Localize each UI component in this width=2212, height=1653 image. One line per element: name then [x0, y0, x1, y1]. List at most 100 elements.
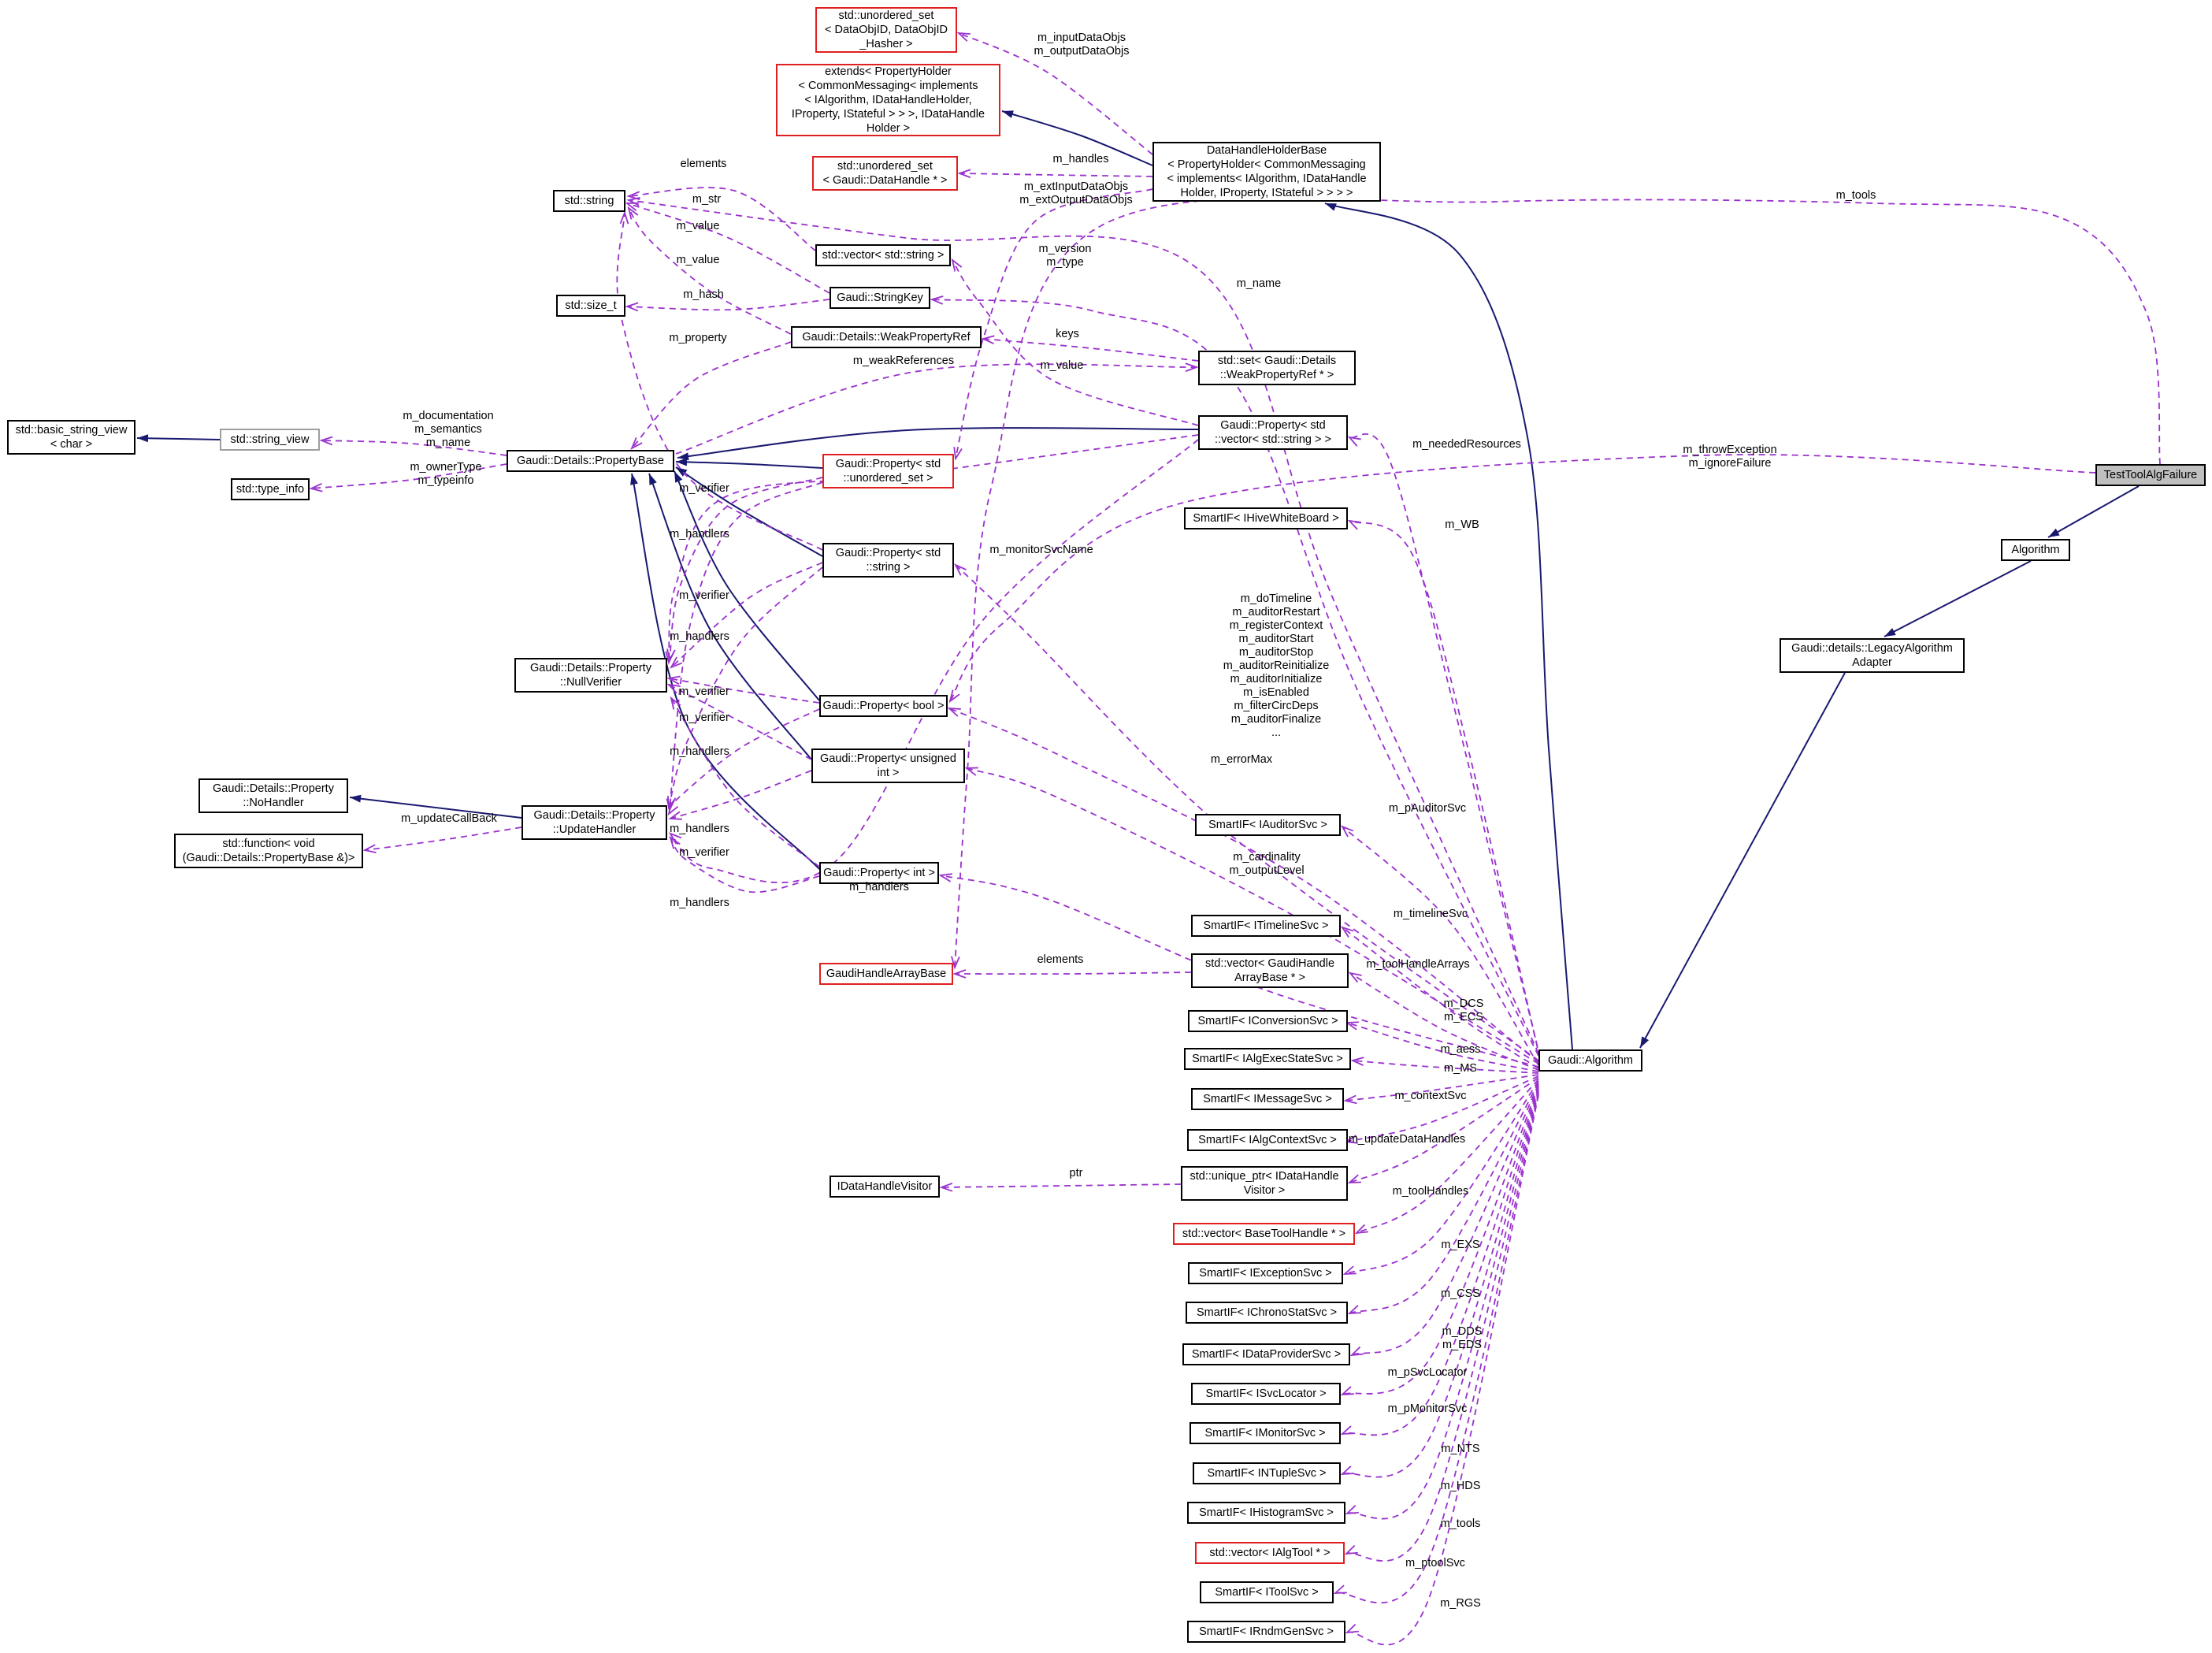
- edge-label-m_aess: m_aess: [1440, 1043, 1481, 1056]
- node-weakPropRef[interactable]: Gaudi::Details::WeakPropertyRef: [791, 326, 982, 348]
- node-stdString[interactable]: std::string: [553, 190, 625, 212]
- node-smartifHistogram[interactable]: SmartIF< IHistogramSvc >: [1187, 1502, 1345, 1524]
- node-label: Gaudi::Property< int >: [823, 867, 935, 879]
- node-usetDataHandle[interactable]: std::unordered_set< Gaudi::DataHandle * …: [812, 156, 958, 191]
- node-algorithm[interactable]: Algorithm: [2001, 539, 2070, 561]
- usage-arrowhead: [1348, 971, 1362, 983]
- node-setWeakPropRef[interactable]: std::set< Gaudi::Details::WeakPropertyRe…: [1198, 351, 1356, 385]
- node-stdFunction[interactable]: std::function< void(Gaudi::Details::Prop…: [174, 834, 363, 868]
- node-ttaf[interactable]: TestToolAlgFailure: [2095, 464, 2206, 486]
- node-typeInfo[interactable]: std::type_info: [231, 478, 310, 500]
- node-label: std::string_view: [230, 433, 310, 446]
- edge-label-m_pMonitorSvc: m_pMonitorSvc: [1387, 1402, 1468, 1415]
- node-smartifAuditor[interactable]: SmartIF< IAuditorSvc >: [1195, 814, 1341, 836]
- node-dhhb[interactable]: DataHandleHolderBase< PropertyHolder< Co…: [1152, 142, 1381, 202]
- usage-arrowhead: [666, 675, 681, 685]
- edge-label-m_handlers: m_handlers: [670, 630, 729, 643]
- node-smartifMonitor[interactable]: SmartIF< IMonitorSvc >: [1190, 1422, 1341, 1444]
- node-label: Gaudi::details::LegacyAlgorithm: [1791, 642, 1953, 655]
- usage-arrowhead: [619, 210, 629, 225]
- node-nullVerifier[interactable]: Gaudi::Details::Property::NullVerifier: [514, 658, 667, 693]
- edge-propString-propertyBase: [675, 466, 823, 557]
- node-label: SmartIF< IMessageSvc >: [1203, 1093, 1332, 1105]
- node-smartifException[interactable]: SmartIF< IExceptionSvc >: [1188, 1262, 1343, 1284]
- edge-label-m_monitorSvcName: m_monitorSvcName: [989, 544, 1093, 556]
- node-vecBaseToolHandle[interactable]: std::vector< BaseToolHandle * >: [1173, 1223, 1355, 1245]
- node-smartifWB[interactable]: SmartIF< IHiveWhiteBoard >: [1184, 507, 1348, 529]
- node-label: std::unique_ptr< IDataHandle: [1190, 1170, 1339, 1183]
- node-updateHandler[interactable]: Gaudi::Details::Property::UpdateHandler: [521, 805, 667, 840]
- node-label: < implements< IAlgorithm, IDataHandle: [1167, 173, 1367, 185]
- node-label: extends< PropertyHolder: [825, 65, 952, 78]
- edge-propInt-propertyBase: [631, 473, 820, 870]
- node-propertyBase[interactable]: Gaudi::Details::PropertyBase: [507, 450, 674, 472]
- edge-gaudiAlgorithm-stringKey: [931, 299, 1539, 1057]
- edge-propVecString-updateHandler: [670, 439, 1199, 884]
- inherit-arrowhead: [674, 471, 683, 483]
- inherit-arrowhead: [137, 434, 149, 443]
- node-label: < DataObjID, DataObjID: [825, 24, 948, 36]
- usage-arrowhead: [947, 707, 961, 717]
- node-smartifSvcLocator[interactable]: SmartIF< ISvcLocator >: [1191, 1383, 1341, 1405]
- node-stringView[interactable]: std::string_view: [220, 429, 320, 451]
- node-propInt[interactable]: Gaudi::Property< int >: [819, 862, 939, 884]
- node-smartifAlgExec[interactable]: SmartIF< IAlgExecStateSvc >: [1184, 1048, 1351, 1070]
- node-propString[interactable]: Gaudi::Property< std::string >: [822, 543, 954, 578]
- node-gaudiAlgorithm[interactable]: Gaudi::Algorithm: [1538, 1049, 1642, 1072]
- node-extendsPH[interactable]: extends< PropertyHolder< CommonMessaging…: [776, 64, 1000, 136]
- edge-propString-nullVerifier: [670, 562, 823, 668]
- node-smartifToolSvc[interactable]: SmartIF< IToolSvc >: [1200, 1581, 1334, 1603]
- node-usetDataObjID[interactable]: std::unordered_set< DataObjID, DataObjID…: [815, 7, 957, 53]
- node-smartifNTuple[interactable]: SmartIF< INTupleSvc >: [1193, 1462, 1341, 1484]
- node-sizeT[interactable]: std::size_t: [556, 295, 625, 317]
- edge-propVecString-vecString: [952, 259, 1199, 426]
- node-vecString[interactable]: std::vector< std::string >: [815, 244, 951, 266]
- node-label: Gaudi::Details::Property: [213, 782, 334, 795]
- usage-arrowhead: [1345, 1623, 1359, 1634]
- node-propBool[interactable]: Gaudi::Property< bool >: [819, 695, 948, 717]
- edge-label-m_ptoolSvc: m_ptoolSvc: [1405, 1557, 1465, 1569]
- usage-arrowhead: [1340, 1465, 1354, 1476]
- edge-label-m_name: m_name: [1236, 277, 1282, 290]
- edge-label-elements: elements: [680, 158, 727, 170]
- edge-updateHandler-noHandler: [349, 797, 522, 819]
- node-vecIAlgTool[interactable]: std::vector< IAlgTool * >: [1195, 1542, 1345, 1564]
- edge-gaudiAlgorithm-propBool: [948, 708, 1539, 1063]
- node-label: ArrayBase * >: [1234, 971, 1305, 984]
- edge-gaudiAlgorithm-smartifHistogram: [1346, 1090, 1539, 1520]
- node-label: SmartIF< IToolSvc >: [1215, 1586, 1319, 1599]
- usage-arrowhead: [954, 563, 967, 576]
- node-propUSet[interactable]: Gaudi::Property< std::unordered_set >: [822, 454, 954, 488]
- node-basicStringView[interactable]: std::basic_string_view< char >: [7, 420, 135, 455]
- edge-gaudiAlgorithm-smartifTimeline: [1342, 927, 1539, 1069]
- node-label: std::function< void: [222, 838, 315, 850]
- usage-arrowhead: [1333, 1584, 1347, 1595]
- usage-arrowhead: [1341, 825, 1354, 838]
- node-smartifConversion[interactable]: SmartIF< IConversionSvc >: [1188, 1010, 1348, 1032]
- edge-gaudiAlgorithm-smartifAlgContext: [1345, 1075, 1539, 1142]
- node-smartifMessage[interactable]: SmartIF< IMessageSvc >: [1191, 1088, 1344, 1110]
- node-label: SmartIF< IHiveWhiteBoard >: [1193, 512, 1339, 525]
- edge-dhhb-usetDataHandle: [959, 173, 1153, 177]
- node-smartifTimeline[interactable]: SmartIF< ITimelineSvc >: [1191, 915, 1341, 937]
- node-idhVisitor[interactable]: IDataHandleVisitor: [830, 1176, 940, 1198]
- node-smartifDataProvider[interactable]: SmartIF< IDataProviderSvc >: [1182, 1343, 1350, 1365]
- usage-arrowhead: [956, 32, 971, 42]
- node-stringKey[interactable]: Gaudi::StringKey: [830, 287, 930, 309]
- node-label: SmartIF< IChronoStatSvc >: [1196, 1306, 1338, 1319]
- usage-arrowhead: [938, 873, 952, 882]
- node-smartifAlgContext[interactable]: SmartIF< IAlgContextSvc >: [1187, 1129, 1348, 1151]
- node-noHandler[interactable]: Gaudi::Details::Property::NoHandler: [199, 778, 348, 813]
- node-ghab[interactable]: GaudiHandleArrayBase: [819, 963, 953, 985]
- node-smartifChrono[interactable]: SmartIF< IChronoStatSvc >: [1186, 1302, 1348, 1324]
- node-propVecString[interactable]: Gaudi::Property< std::vector< std::strin…: [1198, 415, 1348, 450]
- node-smartifRndmGen[interactable]: SmartIF< IRndmGenSvc >: [1187, 1621, 1345, 1643]
- usage-arrowhead: [939, 1182, 953, 1192]
- edge-label-elements: elements: [1037, 953, 1084, 966]
